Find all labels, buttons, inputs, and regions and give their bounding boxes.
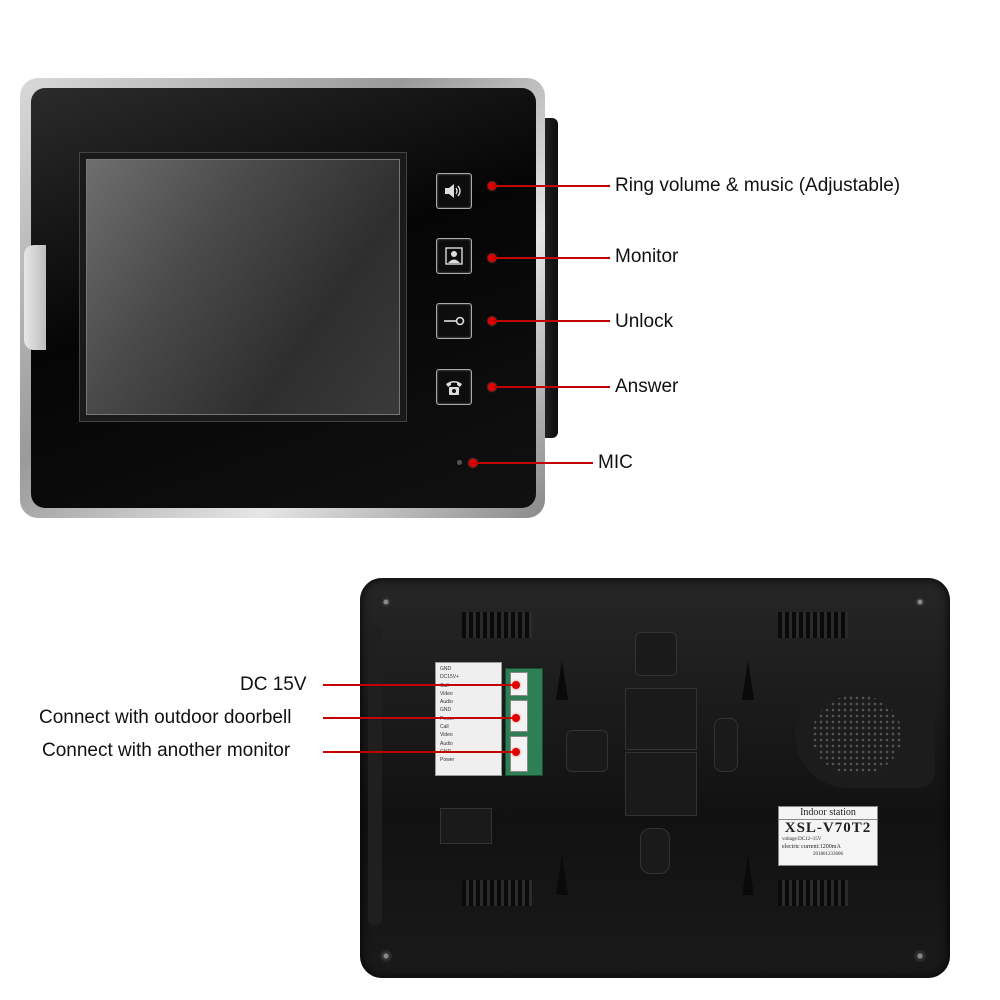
back-block-right xyxy=(714,718,738,772)
callout-line-unlock xyxy=(492,320,610,322)
label-monitor: Monitor xyxy=(615,246,679,267)
side-speaker xyxy=(24,245,46,350)
mount-slot xyxy=(742,660,754,700)
back-block-recess xyxy=(440,808,492,844)
callout-line-answer xyxy=(492,386,610,388)
vent-bottom-left xyxy=(462,880,532,906)
label-ring-volume: Ring volume & music (Adjustable) xyxy=(615,175,901,196)
monitor-person-icon xyxy=(445,247,463,265)
vent-top-right xyxy=(778,612,848,638)
terminal-row: GND xyxy=(440,707,452,714)
callout-dot-dc xyxy=(512,681,520,689)
sticker-voltage: voltage:DC12~15V xyxy=(782,837,822,842)
screw-top-right xyxy=(914,596,926,608)
phone-icon xyxy=(446,381,462,395)
model-sticker: Indoor station XSL-V70T2 voltage:DC12~15… xyxy=(778,806,878,866)
terminal-row: Power xyxy=(440,757,455,764)
sticker-current: electric current:1200mA xyxy=(782,844,841,850)
terminal-row: Video xyxy=(440,732,453,739)
mount-slot xyxy=(556,855,568,895)
terminal-row: Audio xyxy=(440,740,453,747)
callout-line-outdoor xyxy=(323,717,516,719)
callout-dot-another xyxy=(512,748,520,756)
callout-line-dc xyxy=(323,684,516,686)
terminal-label: GND DC15V+ Call Video Audio GND Power Ca… xyxy=(435,662,502,776)
key-icon xyxy=(444,316,465,326)
callout-line-monitor xyxy=(492,257,610,259)
callout-dot-outdoor xyxy=(512,714,520,722)
vent-top-left xyxy=(462,612,532,638)
mount-slot xyxy=(556,660,568,700)
display-screen xyxy=(86,159,400,415)
terminal-row: DC15V+ xyxy=(440,674,460,681)
terminal-row: Call xyxy=(440,724,449,731)
sticker-title: Indoor station xyxy=(779,807,877,820)
back-left-rim xyxy=(368,625,382,925)
ring-volume-button[interactable] xyxy=(436,173,472,209)
callout-line-mic xyxy=(473,462,593,464)
speaker-icon xyxy=(445,184,461,198)
monitor-button[interactable] xyxy=(436,238,472,274)
sticker-serial: 201801233606 xyxy=(813,852,843,857)
label-unlock: Unlock xyxy=(615,311,674,332)
terminal-row: Audio xyxy=(440,699,453,706)
back-block-bottom xyxy=(640,828,670,874)
label-outdoor: Connect with outdoor doorbell xyxy=(39,707,292,728)
back-block-lower xyxy=(625,752,697,816)
screw-bottom-right xyxy=(914,950,926,962)
answer-button[interactable] xyxy=(436,369,472,405)
rear-speaker-grille xyxy=(812,695,902,775)
sticker-model: XSL-V70T2 xyxy=(784,820,872,836)
mount-slot xyxy=(742,855,754,895)
back-block-top xyxy=(635,632,677,676)
label-dc: DC 15V xyxy=(240,674,307,695)
terminal-row: GND xyxy=(440,666,452,672)
terminal-row: Video xyxy=(440,690,453,697)
callout-line-ring xyxy=(492,185,610,187)
screw-top-left xyxy=(380,596,392,608)
screw-bottom-left xyxy=(380,950,392,962)
label-another-monitor: Connect with another monitor xyxy=(42,740,291,761)
label-mic: MIC xyxy=(598,452,633,473)
back-block-left xyxy=(566,730,608,772)
mic-hole xyxy=(457,460,462,465)
unlock-button[interactable] xyxy=(436,303,472,339)
back-block-upper xyxy=(625,688,697,750)
label-answer: Answer xyxy=(615,376,679,397)
vent-bottom-right xyxy=(778,880,848,906)
callout-line-another xyxy=(323,751,516,753)
